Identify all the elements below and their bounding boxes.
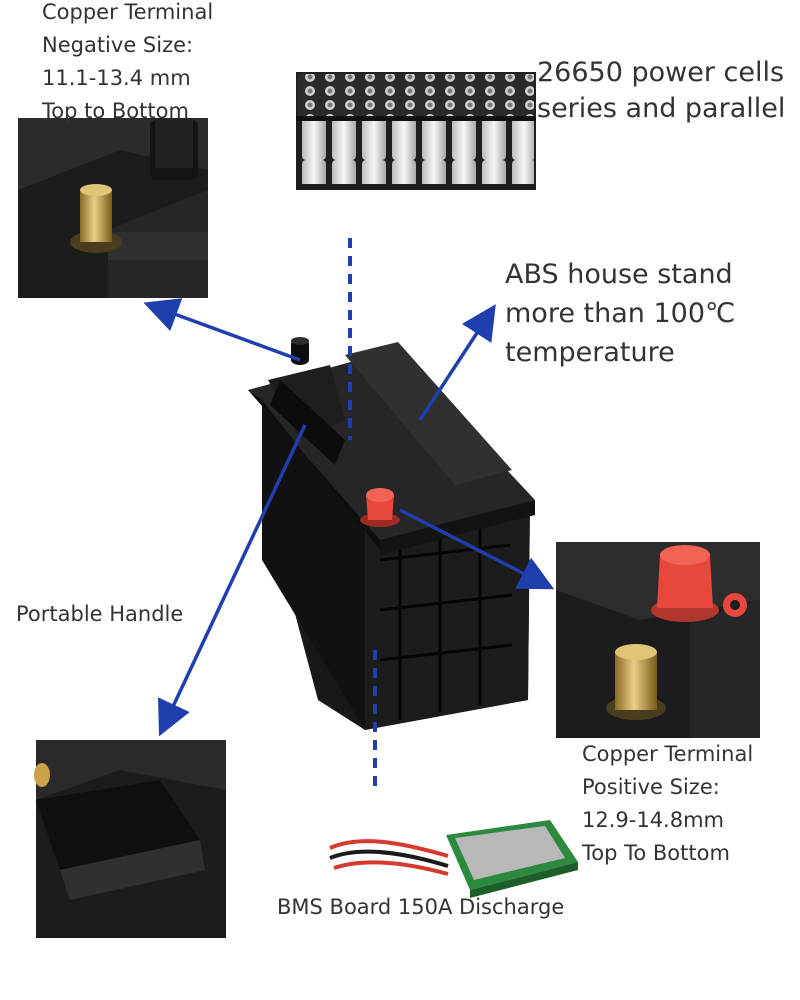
handle-photo xyxy=(34,740,226,938)
positive-terminal-photo xyxy=(556,542,760,738)
abs-house-label: ABS house stand more than 100℃ temperatu… xyxy=(505,255,735,372)
arrow-abs xyxy=(418,304,496,421)
handle-label: Portable Handle xyxy=(16,602,184,626)
cell-pack-photo xyxy=(296,72,536,190)
negative-label-line: Negative Size: xyxy=(42,33,194,57)
negative-label-line: Top to Bottom xyxy=(42,99,189,123)
cells-label-line: series and parallel xyxy=(537,93,786,124)
cells-label-line: 26650 power cells xyxy=(537,57,785,88)
cells-label: 26650 power cells series and parallel xyxy=(537,55,785,127)
positive-label-line: Top To Bottom xyxy=(582,841,730,865)
positive-label-line: Positive Size: xyxy=(582,775,720,799)
arrows xyxy=(143,298,555,737)
positive-terminal-label: Copper Terminal Positive Size: 12.9-14.8… xyxy=(582,738,753,870)
arrow-negative xyxy=(143,298,301,362)
positive-label-line: 12.9-14.8mm xyxy=(582,808,725,832)
positive-label-line: Copper Terminal xyxy=(582,742,754,766)
abs-label-line: ABS house stand xyxy=(505,259,733,290)
bms-label: BMS Board 150A Discharge xyxy=(277,895,565,919)
negative-label-line: 11.1-13.4 mm xyxy=(42,66,191,90)
arrow-handle xyxy=(158,424,307,737)
dashed-lines xyxy=(348,238,377,790)
abs-label-line: more than 100℃ xyxy=(505,298,736,329)
negative-terminal-label: Copper Terminal Negative Size: 11.1-13.4… xyxy=(42,0,213,128)
arrow-positive xyxy=(399,508,555,590)
negative-label-line: Copper Terminal xyxy=(42,0,214,24)
abs-label-line: temperature xyxy=(505,337,675,368)
bms-board-photo xyxy=(329,820,578,898)
battery-body xyxy=(248,337,535,730)
negative-terminal-photo xyxy=(18,118,208,298)
